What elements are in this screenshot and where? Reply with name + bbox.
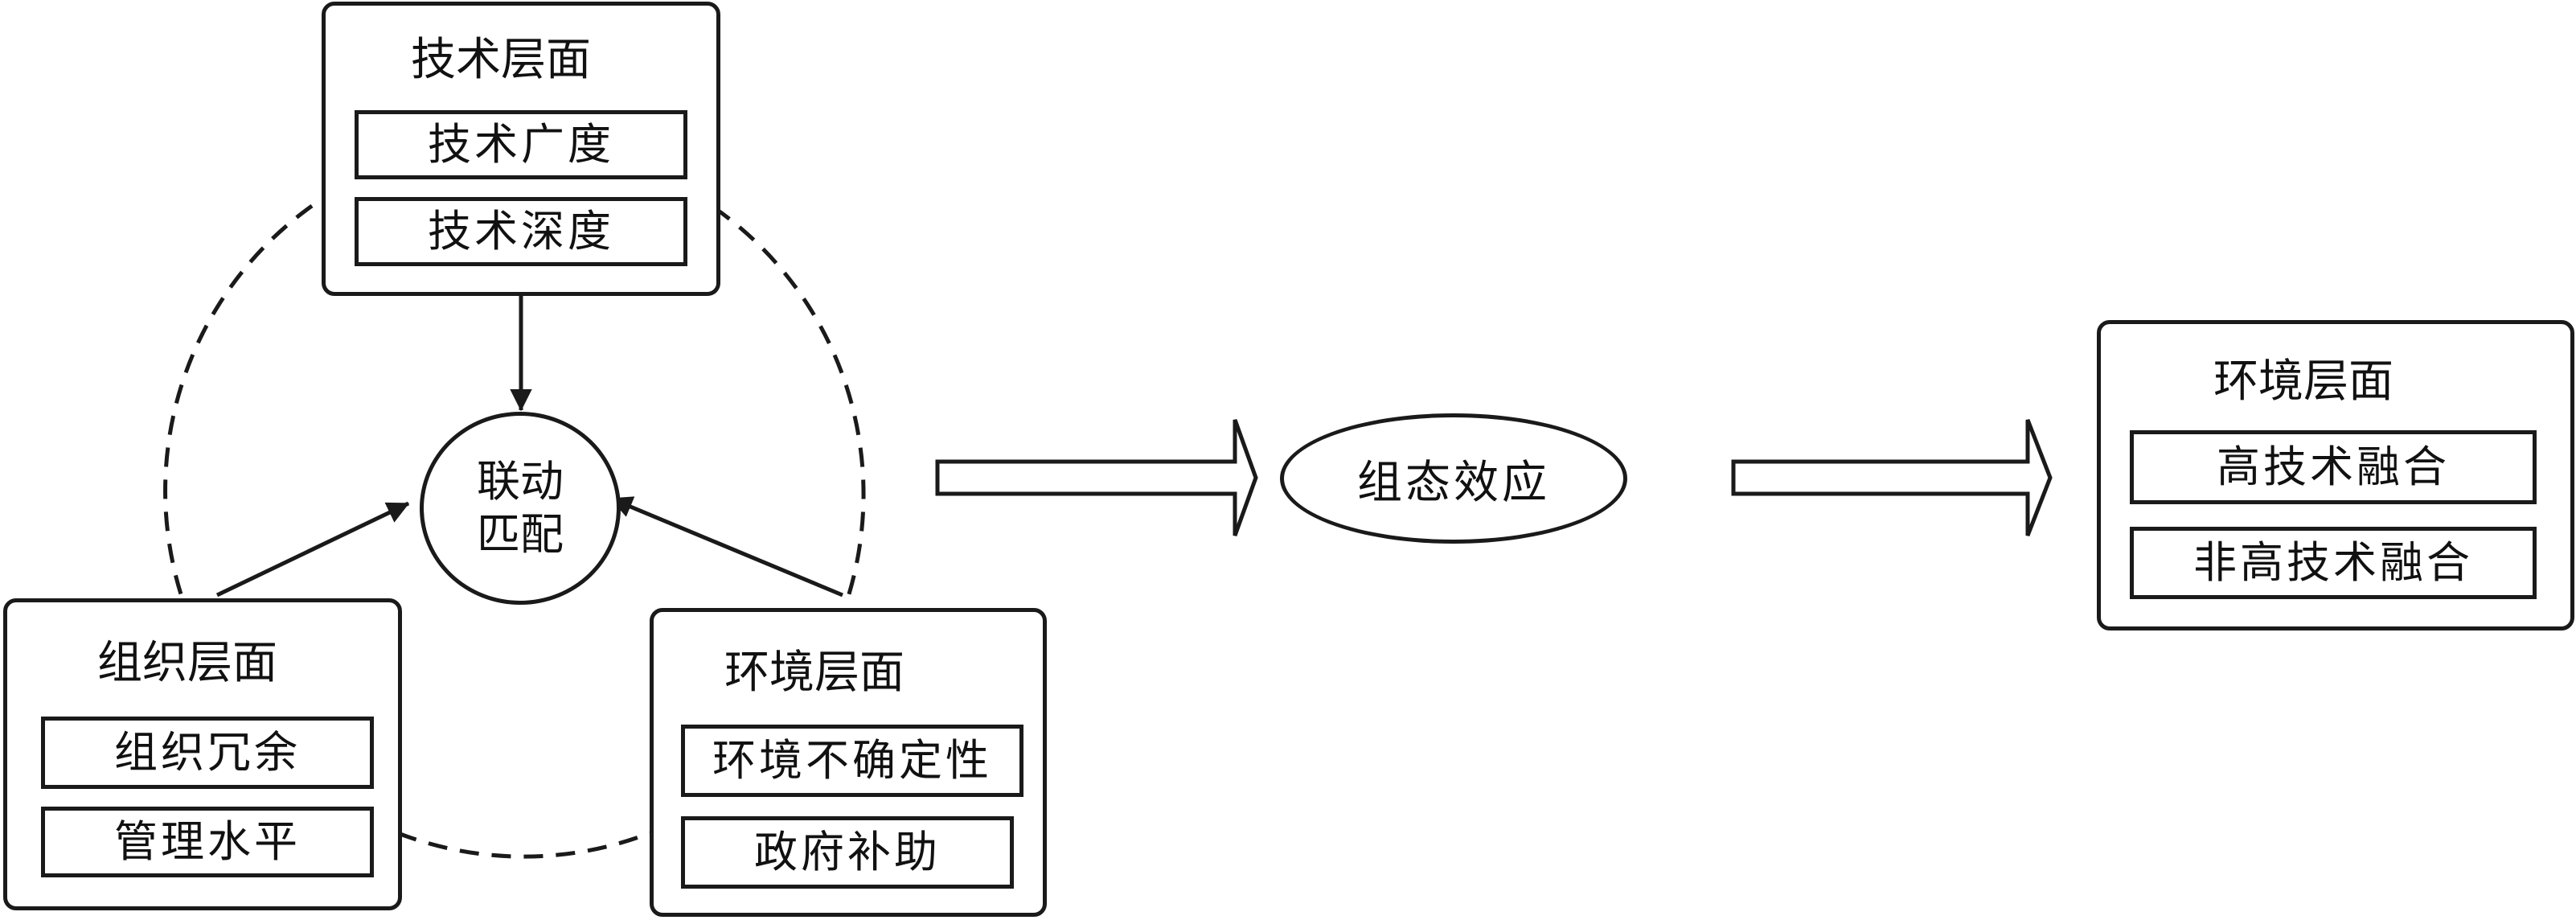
technology-panel-title: 技术层面	[411, 34, 591, 86]
hub-label-line-2: 匹配	[477, 509, 564, 560]
hollow-arrow-to-outcome	[1731, 419, 2053, 536]
government-subsidy-item: 政府补助	[681, 816, 1014, 889]
organization-slack-item: 组织冗余	[41, 717, 374, 789]
hub-label-line-1: 联动	[477, 456, 564, 507]
hollow-arrow-to-effect	[935, 419, 1258, 536]
non-high-tech-fusion-item: 非高技术融合	[2130, 527, 2537, 599]
linkage-matching-hub: 联动 匹配	[420, 412, 621, 605]
environment-panel-title: 环境层面	[724, 647, 904, 699]
dashed-cycle-bottom	[397, 831, 650, 859]
organization-panel-title: 组织层面	[97, 637, 277, 689]
environmental-uncertainty-item: 环境不确定性	[681, 725, 1023, 797]
management-level-item: 管理水平	[41, 807, 374, 877]
dashed-cycle-left	[163, 203, 314, 598]
environment-panel: 环境层面 环境不确定性 政府补助	[650, 608, 1047, 917]
high-tech-fusion-item: 高技术融合	[2130, 430, 2537, 504]
arrow-environment-to-hub	[609, 496, 843, 598]
configuration-effect-ellipse: 组态效应	[1280, 413, 1627, 544]
organization-panel: 组织层面 组织冗余 管理水平	[3, 598, 402, 910]
technology-breadth-item: 技术广度	[355, 110, 687, 179]
technology-panel: 技术层面 技术广度 技术深度	[322, 2, 720, 296]
technology-depth-item: 技术深度	[355, 197, 687, 266]
outcome-panel-title: 环境层面	[2213, 355, 2393, 408]
dashed-cycle-right	[712, 205, 866, 598]
arrow-organization-to-hub	[215, 501, 410, 598]
outcome-panel: 环境层面 高技术融合 非高技术融合	[2097, 320, 2574, 630]
